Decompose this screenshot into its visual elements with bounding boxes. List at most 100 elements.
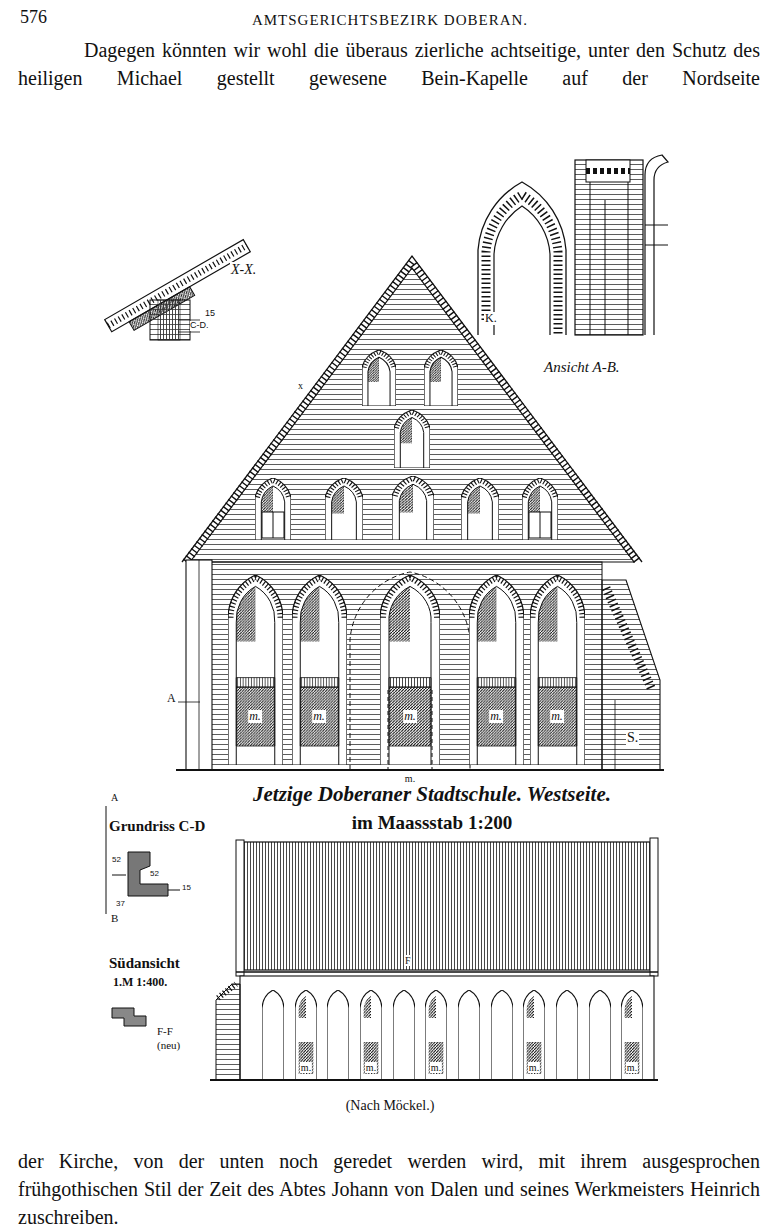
drawing-rect xyxy=(575,160,643,335)
drawing-use xyxy=(425,990,447,1080)
material-mark: m. xyxy=(626,1062,638,1073)
drawing-use xyxy=(621,990,643,1080)
drawing-rect xyxy=(200,562,602,770)
drawing-caption: Jetzige Doberaner Stadtschule. Westseite… xyxy=(253,783,611,806)
material-mark: m. xyxy=(430,1062,442,1073)
drawing-use xyxy=(380,575,440,765)
material-mark: m. xyxy=(550,710,564,723)
drawing-line xyxy=(590,160,591,335)
drawing-line xyxy=(605,200,606,335)
drawing-path xyxy=(645,155,668,335)
drawing-rect xyxy=(650,838,658,976)
west-facade xyxy=(176,256,664,770)
drawing-use xyxy=(327,990,349,1080)
dimension: 37 xyxy=(116,900,125,909)
drawing-rect xyxy=(158,300,180,340)
drawing-use xyxy=(394,410,430,468)
drawing-line xyxy=(168,890,180,891)
view-label: Südansicht xyxy=(108,955,181,972)
drawing-line xyxy=(176,769,664,771)
drawing-use xyxy=(523,990,545,1080)
drawing-use xyxy=(228,575,283,765)
drawing-path xyxy=(494,206,550,335)
drawing-line xyxy=(273,512,274,538)
drawing-use xyxy=(393,990,415,1080)
drawing-polygon xyxy=(112,1008,146,1026)
mark-letter: F xyxy=(404,955,412,966)
drawing-polygon xyxy=(216,984,240,1080)
detail-title: Grundriss C-D xyxy=(108,818,206,835)
drawing-rect xyxy=(240,976,654,1080)
section-mark: B xyxy=(110,912,119,924)
drawing-line xyxy=(236,971,658,973)
drawing-use xyxy=(292,575,347,765)
drawing-line xyxy=(210,1079,658,1081)
drawing-polyline xyxy=(186,262,638,562)
drawing-rect xyxy=(186,560,212,770)
body-text: Dagegen könnten wir wohl die überaus zie… xyxy=(18,36,760,92)
material-mark: m. xyxy=(365,1062,377,1073)
drawing-use xyxy=(530,575,585,765)
page-number: 576 xyxy=(20,8,47,28)
drawing-use xyxy=(589,990,611,1080)
drawing-polygon xyxy=(190,268,634,562)
material-mark: m. xyxy=(248,710,262,723)
drawing-line xyxy=(432,690,433,770)
drawing-use xyxy=(392,476,434,540)
drawing-rect xyxy=(242,842,652,970)
dimension: 52 xyxy=(150,870,159,879)
drawing-polygon xyxy=(602,580,660,770)
drawing-use xyxy=(469,575,524,765)
drawing-use xyxy=(360,990,382,1080)
drawing-use xyxy=(556,990,578,1080)
drawing-line xyxy=(218,984,236,998)
drawing-use xyxy=(424,350,458,406)
mark-letter: K. xyxy=(484,312,498,325)
drawing-line xyxy=(628,160,629,335)
drawing-line xyxy=(645,245,668,246)
source-note: (Nach Möckel.) xyxy=(345,1098,436,1113)
dimension: 15 xyxy=(182,884,191,893)
south-elevation xyxy=(210,838,658,1080)
drawing-path xyxy=(350,572,470,770)
section-label: C-D. xyxy=(190,321,209,331)
drawing-line xyxy=(586,168,630,174)
drawing-use xyxy=(522,478,558,540)
mark-letter: x xyxy=(297,380,304,391)
drawing-use xyxy=(461,478,499,540)
drawing-line xyxy=(178,332,200,333)
mark-letter: S. xyxy=(626,730,639,745)
section-mark: A xyxy=(110,792,119,803)
drawing-line xyxy=(615,700,616,770)
drawing-polyline xyxy=(182,256,642,562)
section-label: (neu) xyxy=(156,1039,181,1051)
drawing-line xyxy=(178,702,200,703)
drawing-line xyxy=(540,512,541,538)
drawing-line xyxy=(606,588,652,690)
drawing-use xyxy=(362,350,396,406)
drawing-use xyxy=(491,990,513,1080)
scale-note: 1.M 1:400. xyxy=(112,976,168,989)
body-text: der Kirche, von der unten noch geredet w… xyxy=(18,1147,760,1231)
drawing-use xyxy=(262,990,284,1080)
drawing-use xyxy=(295,990,317,1080)
material-mark: m. xyxy=(528,1062,540,1073)
view-a-b xyxy=(478,155,668,335)
material-mark: m. xyxy=(312,710,326,723)
dimension: 15 xyxy=(205,309,215,319)
drawing-path xyxy=(478,182,566,335)
material-mark: m. xyxy=(403,710,417,723)
drawing-line xyxy=(645,225,668,226)
drawing-rect xyxy=(262,512,284,538)
drawing-line xyxy=(388,690,389,770)
drawing-line xyxy=(112,875,126,876)
profile-f-f xyxy=(112,1008,146,1026)
view-label: Ansicht A-B. xyxy=(543,359,621,376)
drawing-line xyxy=(199,560,200,770)
drawing-g xyxy=(105,240,256,341)
section-mark: A xyxy=(166,692,177,705)
material-mark: m. xyxy=(300,1062,312,1073)
drawing-use xyxy=(458,990,480,1080)
material-mark: m. xyxy=(489,710,503,723)
